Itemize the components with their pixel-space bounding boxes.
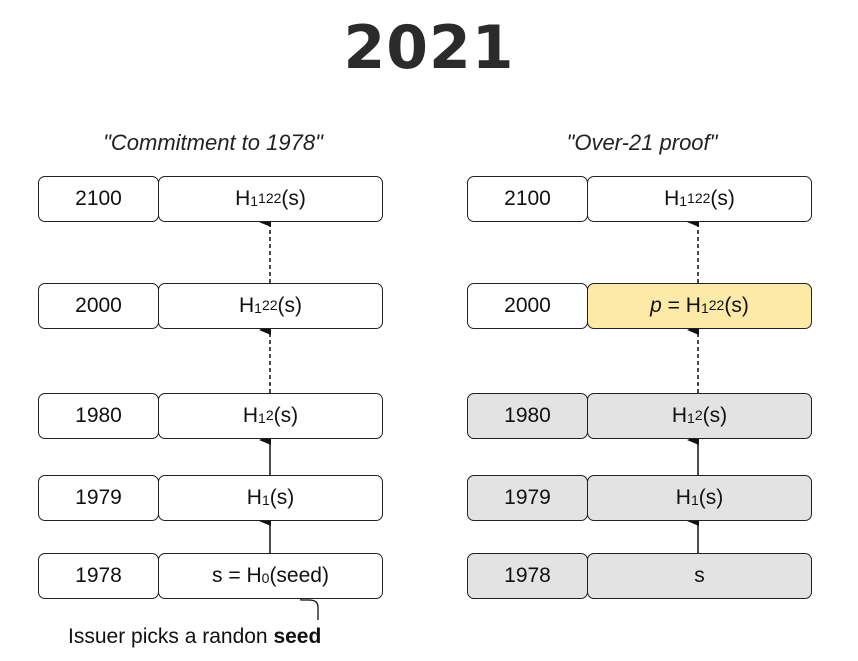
hash-suffix: (s) [710,187,735,210]
hash-sup: 22 [708,297,725,313]
hash-sub: 1 [679,193,688,209]
hash-suffix: (s) [269,486,295,509]
left-year-1980: 1980 [38,393,159,439]
seed-caption: Issuer picks a randon seed [68,625,321,649]
hash-suffix: (s) [281,187,306,210]
hash-sup: 2 [694,407,703,423]
hash-suffix: (s) [273,404,299,427]
proof-variable: p [650,294,662,317]
left-year-1978: 1978 [38,553,159,599]
hash-base: H [242,404,259,427]
hash-sup: 122 [687,190,711,206]
hash-suffix: (s) [724,294,749,317]
hash-base: H [685,294,701,317]
hash-sub: 1 [254,300,262,316]
hash-sub: 1 [261,492,270,508]
hash-suffix: (s) [698,486,724,509]
hash-base: H [246,486,262,509]
hash-suffix: (s) [277,294,303,317]
hash-sup: 22 [261,297,278,313]
right-hash-1978: s [587,553,812,599]
right-year-2000: 2000 [467,283,588,329]
hash-sub: 1 [700,300,709,316]
seed-caption-text: Issuer picks a randon [68,625,274,648]
hash-sub: 1 [258,410,266,426]
hash-base: H [671,404,688,427]
hash-base: H [246,564,262,587]
hash-base: H [238,294,255,317]
left-year-2000: 2000 [38,283,159,329]
hash-suffix: (seed) [269,564,329,587]
hash-sub: 0 [261,570,270,586]
hash-prefix: s = [212,564,247,587]
hash-sub: 1 [250,193,259,209]
hash-base: H [235,187,251,210]
right-column-title: "Over-21 proof" [566,130,718,155]
seed-caption-bold: seed [273,625,322,648]
right-year-1978: 1978 [467,553,588,599]
right-year-1980: 1980 [467,393,588,439]
hash-base: s [694,564,705,587]
hash-sup: 2 [265,407,274,423]
hash-base: H [664,187,680,210]
right-year-2100: 2100 [467,176,588,222]
hash-sub: 1 [687,410,695,426]
hash-sup: 122 [258,190,282,206]
left-column-title: "Commitment to 1978" [103,130,323,155]
hash-equals: = [661,294,686,317]
hash-base: H [675,486,691,509]
left-year-1979: 1979 [38,475,159,521]
hash-suffix: (s) [702,404,728,427]
left-year-2100: 2100 [38,176,159,222]
hash-sub: 1 [690,492,699,508]
right-year-1979: 1979 [467,475,588,521]
page-title: 2021 [343,13,515,83]
